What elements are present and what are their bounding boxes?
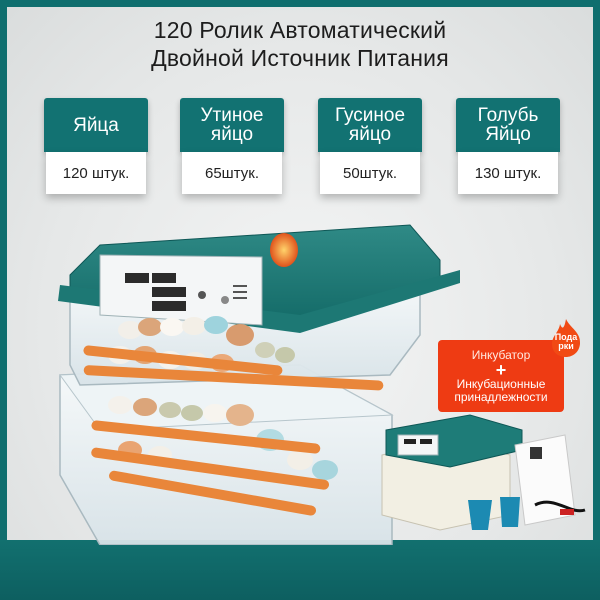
promo-badge: Инкубатор + Инкубационные принадлежности (438, 340, 564, 412)
card-title-line-2: яйцо (348, 124, 392, 145)
gift-line-2: рки (558, 341, 574, 351)
incubator-illustration (58, 224, 586, 545)
flame-icon (552, 319, 581, 357)
headline: 120 Ролик Автоматический Двойной Источни… (0, 16, 600, 72)
gift-line-1: Пода (554, 332, 578, 342)
card-title: Яйца (73, 114, 119, 136)
card-title-line-2: яйцо (210, 124, 254, 145)
card-title-line-2: Яйцо (485, 124, 531, 145)
accessories (468, 497, 586, 530)
bottom-band (0, 540, 600, 600)
promo-plus: + (495, 360, 507, 380)
card-count: 50штук. (320, 152, 420, 194)
lower-egg-rows (91, 396, 338, 516)
headline-line-1: 120 Ролик Автоматический (153, 17, 447, 43)
candling-lamp (270, 233, 298, 267)
incubator-lid (58, 224, 460, 333)
promo-line-3: принадлежности (454, 390, 548, 404)
card-title-line-1: Гусиное (334, 105, 406, 126)
card-count: 65штук. (182, 152, 282, 194)
card-count: 130 штук. (458, 152, 558, 194)
headline-line-2: Двойной Источник Питания (151, 45, 449, 71)
card-duck-eggs: Утиное яйцо 65штук. (180, 98, 284, 198)
promo-line-1: Инкубатор (471, 348, 531, 362)
gift-flame-badge: Пода рки (548, 318, 584, 358)
mini-incubator (381, 414, 523, 531)
upper-egg-rows (83, 316, 384, 391)
card-count: 120 штук. (46, 152, 146, 194)
card-chicken-eggs: Яйца 120 штук. (44, 98, 148, 198)
manual-booklet (514, 434, 576, 526)
promo-line-2: Инкубационные (456, 377, 546, 391)
card-title-line-1: Голубь (477, 105, 539, 126)
card-goose-eggs: Гусиное яйцо 50штук. (318, 98, 422, 198)
card-title-line-1: Утиное (200, 105, 264, 126)
egg-capacity-cards: Яйца 120 штук. Утиное яйцо 65штук. Гусин… (0, 98, 600, 198)
card-pigeon-eggs: Голубь Яйцо 130 штук. (456, 98, 560, 198)
